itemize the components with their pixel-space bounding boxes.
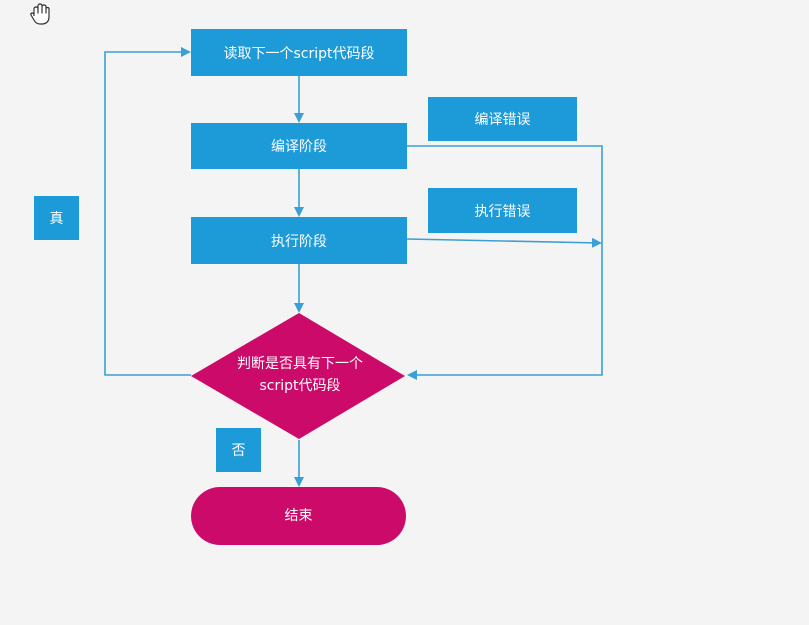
hand-cursor-icon — [30, 3, 50, 25]
label-false: 否 — [216, 428, 261, 472]
label-true: 真 — [34, 196, 79, 240]
node-execute-phase: 执行阶段 — [191, 217, 407, 264]
edge-true-loop — [104, 47, 191, 376]
decision-label: 判断是否具有下一个 script代码段 — [205, 353, 395, 397]
label-execute-error: 执行错误 — [428, 188, 577, 233]
decision-label-line2: script代码段 — [259, 378, 341, 394]
end-label: 结束 — [191, 505, 406, 527]
edge-compile-error — [407, 145, 603, 380]
node-read-segment: 读取下一个script代码段 — [191, 29, 407, 76]
edge-execute-error — [406, 237, 602, 248]
decision-diamond — [191, 313, 405, 439]
label-compile-error: 编译错误 — [428, 97, 577, 141]
label-false-text: 否 — [231, 443, 246, 459]
node-compile-phase: 编译阶段 — [191, 123, 407, 169]
node-execute-phase-label: 执行阶段 — [271, 233, 327, 250]
decision-label-line1: 判断是否具有下一个 — [237, 356, 363, 372]
end-label-text: 结束 — [284, 508, 313, 524]
label-execute-error-text: 执行错误 — [474, 203, 531, 220]
end-terminal-shape — [191, 487, 406, 545]
label-true-text: 真 — [49, 211, 64, 227]
node-read-segment-label: 读取下一个script代码段 — [223, 45, 375, 62]
label-compile-error-text: 编译错误 — [474, 112, 531, 128]
node-compile-phase-label: 编译阶段 — [271, 139, 327, 155]
